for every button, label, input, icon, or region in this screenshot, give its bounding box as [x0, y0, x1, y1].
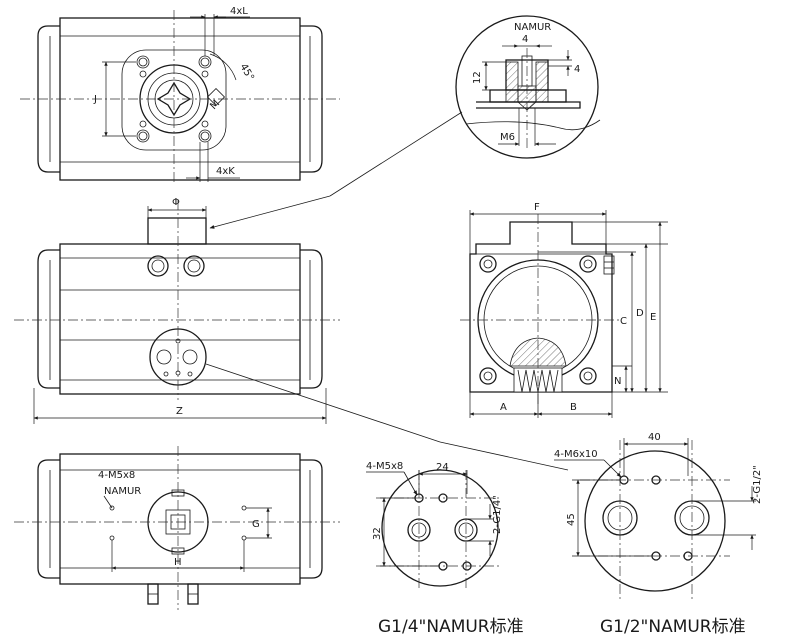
namur-boss-front: [147, 217, 207, 245]
bottom-left-endcap: [37, 459, 60, 579]
flange-g14-dim-32: 32: [372, 527, 383, 540]
dim-N-label: N: [614, 376, 621, 387]
dim-A-label: A: [500, 402, 507, 413]
bottom-body-outline: [59, 453, 301, 585]
flange-g12-thread: 2-G1/2": [752, 465, 763, 504]
angle-45-label: 45°: [237, 62, 255, 83]
flange-g12-dim-45: 45: [566, 513, 577, 526]
dim-4-top-label: 4: [522, 34, 528, 45]
dim-M6-label: M6: [500, 132, 515, 143]
dim-4-right-label: 4: [574, 64, 580, 75]
dim-F-label: F: [534, 202, 540, 213]
bottom-right-endcap: [300, 459, 323, 579]
dim-B-label: B: [570, 402, 577, 413]
front-right-endcap: [300, 249, 323, 389]
namur-detail-title: NAMUR: [514, 22, 551, 33]
dim-E-label: E: [650, 312, 656, 323]
side-view: F C D E N A B: [460, 202, 668, 418]
flange-g14-thread: 2-G1/4": [492, 495, 503, 534]
dim-12-label: 12: [472, 71, 483, 84]
top-view: J 4xL 4xK 45° M: [20, 6, 340, 185]
flange-g14: 24 32 2-G1/4" 4-M5x8 G1/4"NAMUR标准: [366, 461, 524, 637]
flange-g12-outline: [584, 450, 726, 592]
namur-detail: NAMUR 4 12 4 M6: [455, 15, 601, 159]
flange-g12-caption: G1/2"NAMUR标准: [600, 617, 746, 637]
dim-4xL-label: 4xL: [230, 6, 248, 17]
dim-D-label: D: [636, 308, 644, 319]
detail-circle: [455, 15, 599, 159]
bottom-note-m5: 4-M5x8: [98, 470, 135, 481]
flange-g12-note: 4-M6x10: [554, 449, 598, 460]
dim-G-label: G: [252, 519, 260, 530]
front-left-endcap: [37, 249, 60, 389]
flange-g12: 40 45 2-G1/2" 4-M6x10 G1/2"NAMUR标准: [554, 432, 763, 637]
flange-g14-outline: [381, 469, 499, 587]
flange-g14-caption: G1/4"NAMUR标准: [378, 617, 524, 637]
front-body-outline: [59, 243, 301, 395]
dim-phi-label: Φ: [172, 197, 180, 208]
flange-g14-note: 4-M5x8: [366, 461, 403, 472]
dim-C-label: C: [620, 316, 627, 327]
top-right-endcap: [300, 25, 323, 173]
top-left-endcap: [37, 25, 60, 173]
dim-4xK-label: 4xK: [216, 166, 235, 177]
bottom-view: 4-M5x8 NAMUR G H: [14, 446, 340, 610]
flange-g14-dim-24: 24: [436, 462, 449, 473]
bottom-note-namur: NAMUR: [104, 486, 141, 497]
front-view: Φ Z: [14, 197, 340, 424]
pinion-section: [509, 337, 567, 367]
dim-J-label: J: [93, 94, 97, 105]
dim-Z-label: Z: [176, 406, 183, 417]
dim-H-label: H: [174, 557, 182, 568]
flange-g12-dim-40: 40: [648, 432, 661, 443]
